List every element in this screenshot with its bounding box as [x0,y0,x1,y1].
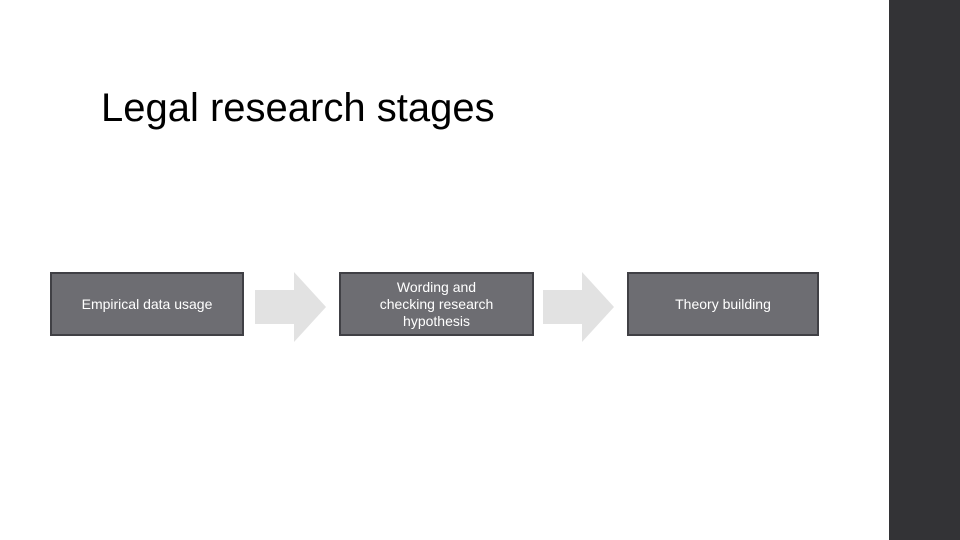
right-arrow-icon [255,272,326,342]
process-stage-label-2: Wording and checking research hypothesis [379,278,494,329]
right-arrow-icon [543,272,614,342]
slide-side-panel [889,0,960,540]
process-stage-box-2[interactable]: Wording and checking research hypothesis [339,272,534,336]
process-stage-label-3: Theory building [675,295,771,312]
process-stage-box-1[interactable]: Empirical data usage [50,272,244,336]
process-stage-box-3[interactable]: Theory building [627,272,819,336]
page-title: Legal research stages [101,86,495,130]
process-stage-label-1: Empirical data usage [81,295,213,312]
process-chain: Empirical data usage Wording and checkin… [0,272,889,342]
